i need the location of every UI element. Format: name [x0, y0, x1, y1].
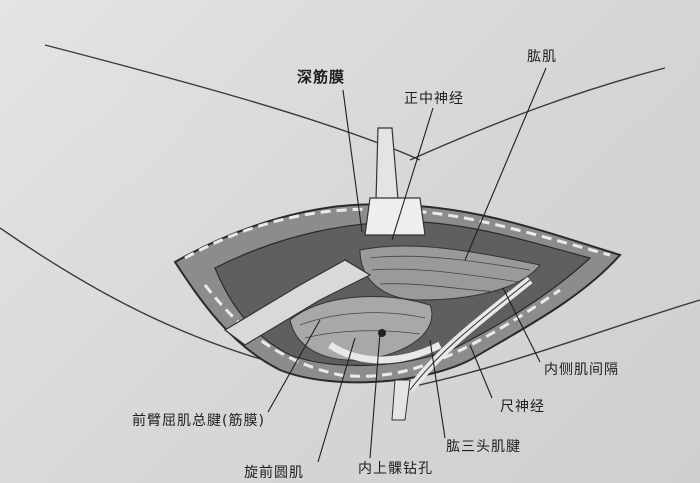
- upper-arm-contour-top: [44, 44, 421, 161]
- epicondyle-drill-hole: [378, 329, 386, 337]
- label-medial-epicondyle-drill-hole: 内上髁钻孔: [358, 461, 433, 477]
- leader-septum: [502, 287, 541, 363]
- label-brachialis: 肱肌: [527, 49, 557, 65]
- fascia-band: [223, 259, 372, 346]
- leader-drill-hole: [369, 332, 381, 459]
- lower-retractor: [391, 379, 411, 421]
- flexor-muscle: [289, 296, 433, 361]
- label-deep-fascia: 深筋膜: [297, 68, 346, 86]
- label-pronator-teres: 旋前圆肌: [244, 465, 304, 481]
- leader-brachialis: [464, 67, 547, 261]
- leader-pronator: [317, 337, 356, 463]
- leader-median-nerve: [391, 107, 434, 241]
- triceps-tendon-shape: [328, 341, 442, 364]
- forearm-contour-bottom: [394, 299, 700, 391]
- retractor-plate: [364, 197, 426, 236]
- leader-ulnar-nerve: [469, 344, 493, 399]
- label-ulnar-nerve: 尺神经: [500, 399, 545, 415]
- skin-edge-top: [184, 207, 611, 260]
- label-triceps-tendon: 肱三头肌腱: [446, 439, 521, 455]
- retractor-vertical: [375, 127, 399, 201]
- leader-lines: [267, 67, 547, 463]
- label-median-nerve: 正中神经: [404, 91, 464, 107]
- label-common-flexor-tendon: 前臂屈肌总腱(筋膜): [132, 413, 265, 429]
- leader-triceps: [429, 339, 446, 439]
- label-medial-intermuscular-septum: 内侧肌间隔: [544, 362, 619, 378]
- upper-arm-contour-right: [409, 67, 666, 161]
- forearm-contour-left: [0, 227, 301, 371]
- leader-deep-fascia: [342, 89, 363, 233]
- leader-flexor-tendon: [267, 319, 321, 413]
